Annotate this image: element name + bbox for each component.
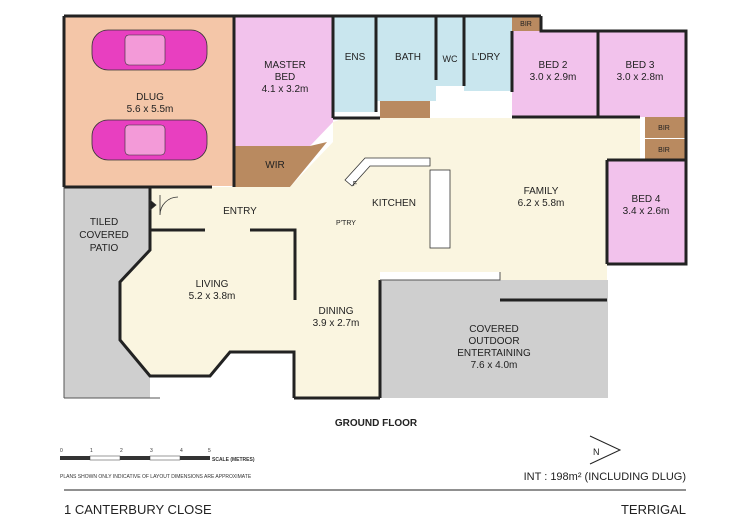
- bed4-fill: [607, 160, 686, 264]
- scale-note: PLANS SHOWN ONLY INDICATIVE OF LAYOUT DI…: [60, 474, 252, 480]
- bath-name: BATH: [395, 52, 421, 63]
- north-label: N: [593, 447, 600, 457]
- patio-fill: [64, 187, 150, 398]
- pantry-name: P'TRY: [336, 220, 356, 227]
- kitchen-name: KITCHEN: [372, 198, 416, 209]
- scale-tick-5: 5: [208, 448, 211, 454]
- outdoor-line1: COVERED: [469, 324, 518, 335]
- bed3-fill: [598, 31, 686, 117]
- bed3-name: BED 3: [626, 60, 655, 71]
- master-size: 4.1 x 3.2m: [262, 84, 309, 95]
- ensuite-fill: [334, 16, 376, 112]
- bir-mid2-name: BIR: [658, 147, 670, 154]
- bir-top-name: BIR: [520, 21, 532, 28]
- master-name-2: BED: [275, 72, 296, 83]
- wc-fill: [436, 16, 464, 86]
- bir-mid1-fill: [645, 117, 686, 138]
- bir-mid2-fill: [645, 139, 686, 160]
- fridge-name: F: [353, 181, 357, 188]
- car-top-icon: [91, 29, 208, 71]
- thin-walls: [63, 187, 501, 399]
- bed4-size: 3.4 x 2.6m: [623, 206, 670, 217]
- living-size: 5.2 x 3.8m: [189, 291, 236, 302]
- bir-top-fill: [512, 16, 540, 31]
- dining-size: 3.9 x 2.7m: [313, 318, 360, 329]
- address: 1 CANTERBURY CLOSE: [64, 502, 212, 517]
- scale-bar: 0 1 2 3 4 5 SCALE (METRES) PLANS SHOWN O…: [60, 448, 255, 480]
- living-fill: [120, 118, 640, 398]
- car-bottom-icon: [91, 119, 208, 161]
- scale-tick-4: 4: [180, 448, 183, 454]
- patio-line3: PATIO: [90, 243, 119, 254]
- area-text: INT : 198m² (INCLUDING DLUG): [524, 471, 686, 483]
- patio-line2: COVERED: [79, 230, 128, 241]
- wc-name: WC: [443, 54, 458, 64]
- scale-tick-0: 0: [60, 448, 63, 454]
- family-size: 6.2 x 5.8m: [518, 198, 565, 209]
- outdoor-line3: ENTERTAINING: [457, 348, 531, 359]
- master-bed-fill: [235, 16, 333, 146]
- kitchen-counter: [344, 157, 431, 187]
- pantry-fill: [330, 195, 362, 242]
- bed2-size: 3.0 x 2.9m: [530, 72, 577, 83]
- dlug-size: 5.6 x 5.5m: [127, 104, 174, 115]
- entry-door-icon: [149, 195, 179, 216]
- dining-name: DINING: [319, 306, 354, 317]
- outdoor-size: 7.6 x 4.0m: [471, 360, 518, 371]
- bed3-size: 3.0 x 2.8m: [617, 72, 664, 83]
- bed2-name: BED 2: [539, 60, 568, 71]
- scale-label: SCALE (METRES): [212, 457, 255, 463]
- scale-tick-2: 2: [120, 448, 123, 454]
- wir-name: WIR: [265, 160, 284, 171]
- living-name: LIVING: [196, 279, 229, 290]
- floor-title: GROUND FLOOR: [335, 418, 418, 429]
- bir-mid1-name: BIR: [658, 125, 670, 132]
- patio-line1: TILED: [90, 217, 118, 228]
- ens-name: ENS: [345, 52, 366, 63]
- linen-fill: [380, 101, 430, 118]
- outdoor-line2: OUTDOOR: [468, 336, 519, 347]
- laundry-fill: [464, 16, 512, 91]
- walls: [62, 14, 688, 400]
- wir-fill: [235, 142, 327, 187]
- scale-tick-1: 1: [90, 448, 93, 454]
- ldry-name: L'DRY: [472, 52, 501, 63]
- family-name: FAMILY: [524, 186, 559, 197]
- scale-tick-3: 3: [150, 448, 153, 454]
- suburb: TERRIGAL: [621, 502, 686, 517]
- bed2-fill: [512, 31, 598, 117]
- kitchen-bench: [429, 169, 451, 249]
- dlug-name: DLUG: [136, 92, 164, 103]
- master-name-1: MASTER: [264, 60, 306, 71]
- bath-fill: [376, 16, 436, 101]
- entry-name: ENTRY: [223, 206, 257, 217]
- bed4-name: BED 4: [632, 194, 661, 205]
- north-arrow-icon: N: [589, 435, 622, 465]
